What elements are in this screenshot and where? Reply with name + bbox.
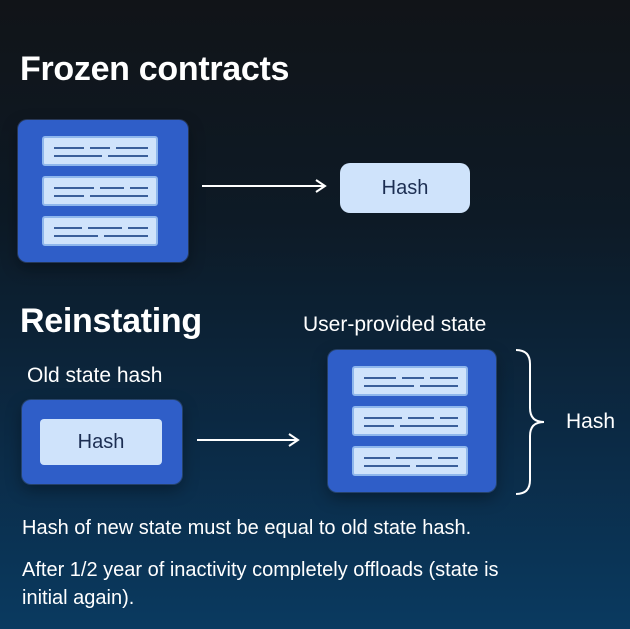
state-record: [352, 366, 468, 396]
reinstating-title: Reinstating: [20, 302, 202, 340]
state-record: [42, 176, 158, 206]
frozen-state-block: [18, 120, 188, 262]
frozen-arrow: [202, 179, 327, 193]
user-provided-state-label: User-provided state: [303, 313, 487, 336]
user-state-block: [328, 350, 496, 492]
reinstating-arrow: [197, 433, 300, 447]
old-state-block: Hash: [22, 400, 182, 484]
old-state-hash-label: Old state hash: [27, 364, 163, 387]
note-offload: After 1/2 year of inactivity completely …: [22, 559, 499, 609]
state-record: [42, 136, 158, 166]
brace-hash-label: Hash: [566, 410, 616, 433]
state-record: [352, 406, 468, 436]
frozen-title: Frozen contracts: [20, 50, 290, 88]
curly-brace-icon: [515, 349, 545, 495]
frozen-hash-box: Hash: [340, 163, 470, 213]
state-record: [42, 216, 158, 246]
old-hash-box: Hash: [40, 419, 162, 465]
state-record: [352, 446, 468, 476]
note-hash-equality: Hash of new state must be equal to old s…: [22, 517, 472, 539]
